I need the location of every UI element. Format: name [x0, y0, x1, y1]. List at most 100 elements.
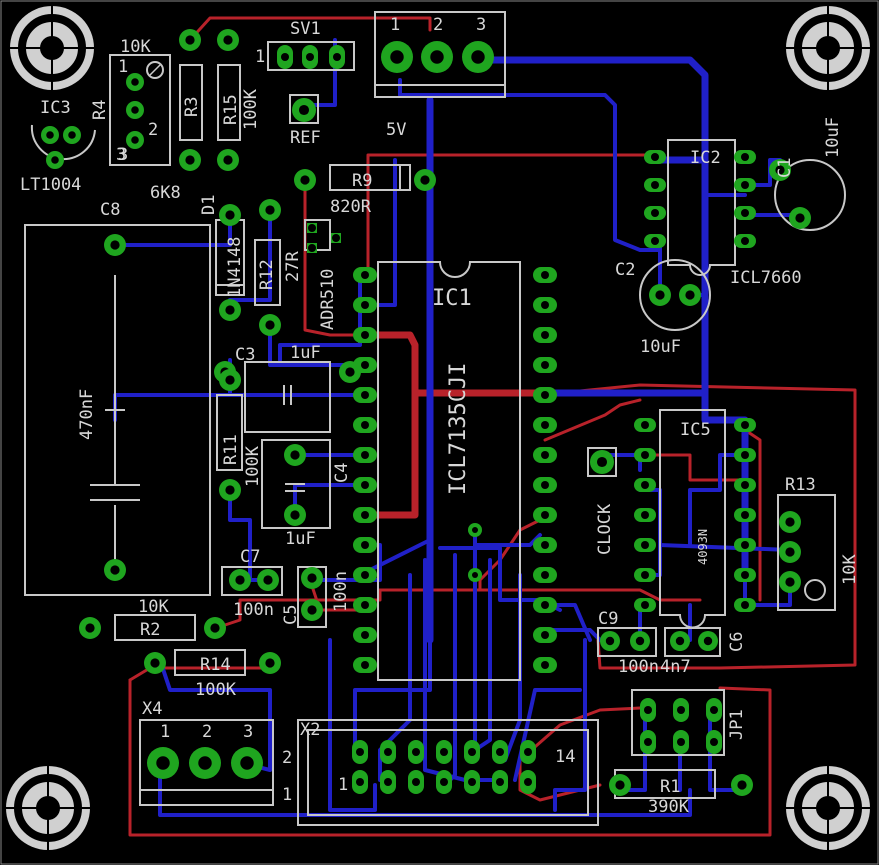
drill-hole	[225, 485, 235, 495]
label-x1-pin3: 3	[476, 15, 486, 35]
drill-hole	[741, 481, 749, 489]
drill-hole	[210, 623, 220, 633]
drill-hole	[468, 778, 476, 786]
mounting-hole-bottom-left	[6, 766, 90, 850]
label-r14-value: 100K	[195, 680, 237, 700]
drill-hole	[307, 573, 317, 583]
label-ic3-pin3: 3	[116, 145, 126, 165]
drill-hole	[156, 756, 170, 770]
drill-hole	[651, 153, 659, 161]
drill-hole	[361, 391, 369, 399]
drill-hole	[641, 481, 649, 489]
drill-hole	[290, 510, 300, 520]
label-c5: C5	[281, 605, 301, 625]
label-r13: R13	[785, 475, 816, 495]
label-r15: R15	[221, 94, 241, 125]
drill-hole	[541, 331, 549, 339]
drill-hole	[785, 577, 795, 587]
drill-hole	[541, 631, 549, 639]
drill-hole	[785, 517, 795, 527]
drill-hole	[51, 156, 59, 164]
drill-hole	[496, 748, 504, 756]
drill-hole	[223, 155, 233, 165]
label-x4-pin1: 1	[160, 722, 170, 742]
drill-hole	[641, 541, 649, 549]
drill-hole	[281, 53, 289, 61]
drill-hole	[361, 331, 369, 339]
label-x2-row1: 1	[282, 785, 292, 805]
drill-hole	[235, 575, 245, 585]
drill-hole	[225, 375, 235, 385]
drill-hole	[300, 175, 310, 185]
label-ic2-part: ICL7660	[730, 268, 802, 288]
drill-hole	[741, 571, 749, 579]
drill-hole	[710, 706, 718, 714]
label-x4-pin2: 2	[202, 722, 212, 742]
label-r11: R11	[221, 434, 241, 465]
drill-hole	[131, 78, 139, 86]
label-r11-value: 100K	[243, 445, 263, 487]
drill-hole	[677, 706, 685, 714]
drill-hole	[290, 450, 300, 460]
drill-hole	[641, 511, 649, 519]
drill-hole	[306, 53, 314, 61]
drill-hole	[541, 661, 549, 669]
drill-hole	[384, 748, 392, 756]
mounting-hole-top-left	[10, 6, 94, 90]
label-r3-value: 6K8	[150, 183, 181, 203]
drill-hole	[541, 601, 549, 609]
drill-hole	[496, 778, 504, 786]
drill-hole	[361, 631, 369, 639]
drill-hole	[741, 421, 749, 429]
drill-hole	[361, 511, 369, 519]
label-clock: CLOCK	[595, 503, 615, 555]
drill-hole	[361, 481, 369, 489]
drill-hole	[641, 451, 649, 459]
drill-hole	[677, 738, 685, 746]
drill-hole	[596, 456, 608, 468]
label-sv1-pin1: 1	[255, 47, 265, 67]
mounting-hole-bottom-right	[786, 766, 870, 850]
label-x4: X4	[142, 699, 162, 719]
label-r2: R2	[140, 620, 160, 640]
drill-hole	[741, 601, 749, 609]
drill-hole	[605, 636, 615, 646]
drill-hole	[541, 541, 549, 549]
drill-hole	[420, 175, 430, 185]
drill-hole	[651, 209, 659, 217]
label-c8: C8	[100, 200, 120, 220]
drill-hole	[641, 601, 649, 609]
drill-hole	[741, 451, 749, 459]
drill-hole	[785, 547, 795, 557]
drill-hole	[240, 756, 254, 770]
label-r4-pin2: 2	[148, 120, 158, 140]
label-x1-pin1: 1	[390, 15, 400, 35]
drill-hole	[541, 451, 549, 459]
drill-hole	[710, 738, 718, 746]
label-r3: R3	[182, 97, 202, 117]
drill-hole	[541, 301, 549, 309]
drill-hole	[345, 367, 355, 377]
drill-hole	[185, 155, 195, 165]
drill-hole	[775, 165, 785, 175]
drill-hole	[361, 601, 369, 609]
drill-hole	[641, 571, 649, 579]
drill-hole	[644, 738, 652, 746]
label-x4-pin3: 3	[243, 722, 253, 742]
drill-hole	[524, 748, 532, 756]
drill-hole	[440, 778, 448, 786]
drill-hole	[541, 571, 549, 579]
label-c3: C3	[235, 345, 255, 365]
drill-hole	[307, 605, 317, 615]
drill-hole	[741, 209, 749, 217]
drill-hole	[430, 50, 444, 64]
drill-hole	[361, 361, 369, 369]
label-ic5: IC5	[680, 420, 711, 440]
drill-hole	[472, 572, 478, 578]
label-r9-value: 820R	[330, 197, 372, 217]
drill-hole	[685, 290, 695, 300]
drill-hole	[651, 237, 659, 245]
label-r4: R4	[90, 100, 110, 120]
label-r13-value: 10K	[840, 554, 860, 585]
drill-hole	[737, 780, 747, 790]
